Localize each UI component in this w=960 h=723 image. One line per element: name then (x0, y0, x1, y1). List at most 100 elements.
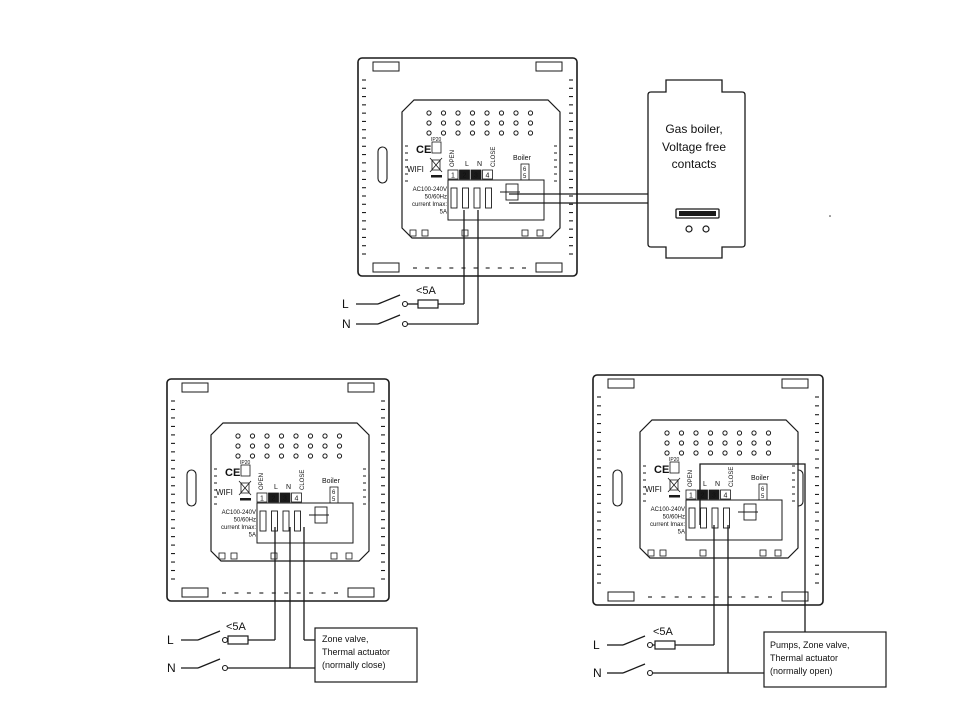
bl-ip-rating: IP20 (240, 460, 251, 466)
bottom-left-wiring (274, 527, 315, 669)
top-screw (450, 187, 458, 209)
bottom-right-supply: LN<5A (593, 626, 728, 680)
supply-N-label: N (593, 666, 602, 680)
top-dot (469, 120, 476, 126)
br-terminal-number: 4 (724, 493, 728, 500)
bl-dot (264, 433, 270, 439)
bl-tab (181, 382, 209, 393)
br-dot (751, 430, 757, 436)
top-terminal-box (447, 169, 459, 180)
br-tab (781, 591, 809, 602)
br-dot (736, 440, 743, 446)
br-terminal-box (720, 489, 731, 500)
br-dot (693, 450, 699, 456)
br-dot (765, 440, 772, 446)
bl-terminal-box (256, 492, 268, 503)
br-dot (707, 450, 714, 456)
br-dot (707, 440, 714, 446)
top-ip-box (431, 141, 442, 154)
top-dot (498, 130, 505, 136)
supply-N-contact (221, 664, 229, 672)
supply-N-switch (197, 658, 221, 669)
bl-weee-icon (238, 480, 252, 496)
supply-L-label: L (167, 633, 174, 647)
bl-ip-box (240, 464, 251, 477)
top-boiler-terminal-5: 5 (523, 174, 527, 180)
supply-L-switch (622, 635, 646, 646)
bl-terminal-number: 2 (272, 496, 276, 503)
br-dot (751, 450, 757, 456)
br-dot (664, 450, 670, 456)
top-tab (372, 61, 400, 72)
top-spec-line: current Imax: (412, 202, 447, 208)
bl-close-label: CLOSE (300, 470, 306, 490)
top-dot (527, 130, 534, 136)
zone-valve-line-3: (normally close) (322, 660, 386, 670)
br-terminal-box (697, 489, 708, 500)
bl-dot (249, 433, 256, 439)
top-spec-line: 50/60Hz (425, 195, 447, 201)
br-screw (688, 507, 696, 529)
br-open-label: OPEN (688, 470, 694, 487)
top-dot (455, 120, 461, 126)
top-boiler-label: Boiler (513, 155, 532, 162)
fuse-label: <5A (653, 626, 674, 638)
top-dot (469, 130, 476, 136)
br-spec-line: current Imax: (650, 522, 685, 528)
br-slot (612, 469, 623, 507)
br-terminal-number: 3 (712, 493, 716, 500)
br-dot (678, 450, 685, 456)
supply-N-label: N (167, 661, 176, 675)
bl-boiler-label: Boiler (322, 478, 341, 485)
fuse-symbol (417, 299, 439, 309)
br-dot (722, 450, 728, 456)
top-tab (535, 61, 563, 72)
supply-L-switch (197, 630, 221, 641)
br-terminal-L: L (703, 481, 707, 488)
br-bottom-slot (647, 549, 655, 557)
top-terminal-L: L (465, 161, 469, 168)
br-screw (711, 507, 719, 529)
br-tab (607, 378, 635, 389)
bl-bottom-slot (345, 552, 353, 560)
top-dot (426, 130, 432, 136)
bl-dot (336, 443, 343, 449)
br-dot (693, 440, 699, 446)
bl-bottom-slot (330, 552, 338, 560)
bl-screw (259, 510, 267, 532)
bl-dot (293, 443, 299, 449)
pumps-line-2: Thermal actuator (770, 653, 838, 663)
br-bottom-slot (774, 549, 782, 557)
top-screw (485, 187, 492, 209)
top-dot (498, 120, 505, 126)
bl-spec-line: current Imax: (221, 525, 256, 531)
top-wiring (463, 193, 648, 324)
bl-dot (264, 453, 270, 459)
bl-screw (294, 510, 301, 532)
bl-dot (322, 443, 328, 449)
top-dot (455, 110, 461, 116)
br-terminal-box (708, 489, 720, 500)
br-dot (722, 440, 728, 446)
br-tab (607, 591, 635, 602)
boiler-label-line-1: Gas boiler, (665, 122, 722, 136)
bl-dot (293, 433, 299, 439)
bl-dot (336, 433, 343, 439)
bl-spec-line: 5A (249, 533, 256, 539)
br-dot (722, 430, 728, 436)
br-dot (765, 450, 772, 456)
bl-dot (307, 433, 314, 439)
top-bottom-slot (521, 229, 529, 237)
br-weee-icon (667, 477, 681, 493)
top-terminal-number: 4 (486, 173, 490, 180)
bl-dot (307, 443, 314, 449)
top-spec-line: 5A (440, 210, 447, 216)
bl-weee-bar (240, 498, 251, 501)
zone-valve-line-2: Thermal actuator (322, 647, 390, 657)
br-ce-mark: CE (654, 464, 669, 476)
bl-terminal-number: 1 (260, 496, 264, 503)
br-dot (664, 430, 670, 436)
top-dot (440, 120, 447, 126)
boiler-label-line-2: Voltage free (662, 140, 726, 154)
